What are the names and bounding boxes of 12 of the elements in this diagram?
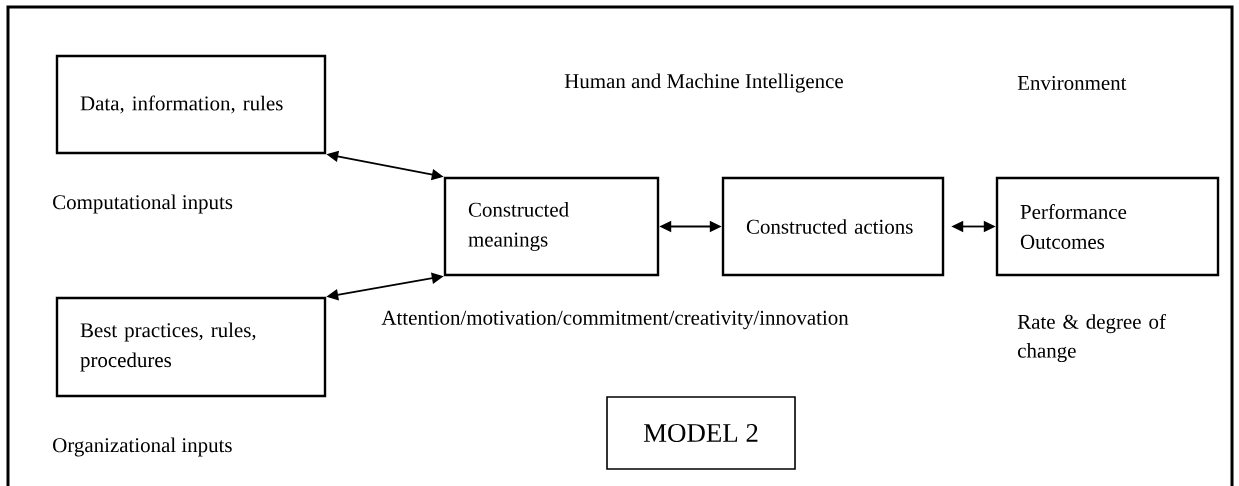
text-label: Attention/motivation/commitment/creativity/innovation — [381, 310, 849, 330]
text-label: Rate & degree of change — [1017, 313, 1166, 363]
text-label: Computational inputs — [53, 194, 233, 214]
process-box: Data, information, rules — [55, 54, 327, 155]
process-box: Performance Outcomes — [995, 176, 1220, 277]
text-label: Environment — [1017, 75, 1127, 90]
process-box: Best practices, rules, procedures — [55, 296, 327, 398]
process-box: Constructed actions — [721, 176, 945, 277]
process-box: Constructed meanings — [443, 176, 660, 277]
text-label: Organizational inputs — [53, 437, 232, 457]
model-label-box: MODEL 2 — [606, 396, 796, 470]
text-label: Human and Machine Intelligence — [564, 73, 843, 93]
